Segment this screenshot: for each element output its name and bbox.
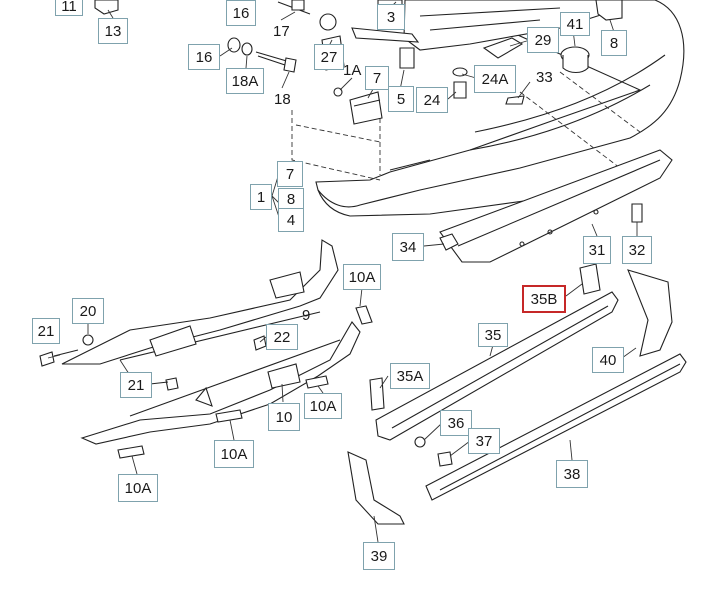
callout-41: 41: [560, 12, 590, 36]
callout-39: 39: [363, 542, 395, 570]
callout-36: 36: [440, 410, 472, 436]
callout-11: 11: [55, 0, 83, 16]
callout-18: 18: [274, 91, 291, 108]
lower-trim: [39, 239, 373, 459]
callout-32: 32: [622, 236, 652, 264]
callout-16: 16: [226, 0, 256, 26]
callout-22: 22: [266, 324, 298, 350]
bumper-guides: [347, 263, 687, 525]
callout-40: 40: [592, 347, 624, 373]
callout-35B-highlighted: 35B: [522, 285, 566, 313]
callout-3: 3: [377, 4, 405, 30]
callout-38: 38: [556, 460, 588, 488]
callout-35: 35: [478, 323, 508, 347]
callout-35A: 35A: [390, 363, 430, 389]
callout-24A: 24A: [474, 65, 516, 93]
callout-33: 33: [536, 69, 553, 86]
callout-10A-lower: 10A: [214, 440, 254, 468]
callout-29: 29: [527, 27, 559, 53]
callout-13: 13: [98, 18, 128, 44]
callout-20: 20: [72, 298, 104, 324]
callout-4: 4: [278, 208, 304, 232]
callout-5: 5: [388, 86, 414, 112]
callout-10A: 10A: [343, 264, 381, 290]
callout-34: 34: [392, 233, 424, 261]
callout-37: 37: [468, 428, 500, 454]
callout-1: 1: [250, 184, 272, 210]
callout-21-lower: 21: [120, 372, 152, 398]
callout-24: 24: [416, 87, 448, 113]
impact-bar: [439, 149, 673, 263]
callout-7: 7: [365, 66, 389, 90]
callout-7-lower: 7: [277, 161, 303, 187]
callout-16-washer: 16: [188, 44, 220, 70]
leader-lines: [47, 1, 638, 543]
callout-10: 10: [268, 403, 300, 431]
callout-10A-middle: 10A: [304, 393, 342, 419]
callout-21: 21: [32, 318, 60, 344]
callout-17: 17: [273, 23, 290, 40]
callout-10A-bottom: 10A: [118, 474, 158, 502]
callout-9: 9: [302, 307, 311, 324]
callout-8: 8: [601, 30, 627, 56]
callout-27: 27: [314, 44, 344, 70]
callout-18A: 18A: [226, 68, 264, 94]
callout-1A: 1A: [343, 62, 362, 79]
callout-31: 31: [583, 236, 611, 264]
callout-8-lower: 8: [278, 188, 304, 210]
